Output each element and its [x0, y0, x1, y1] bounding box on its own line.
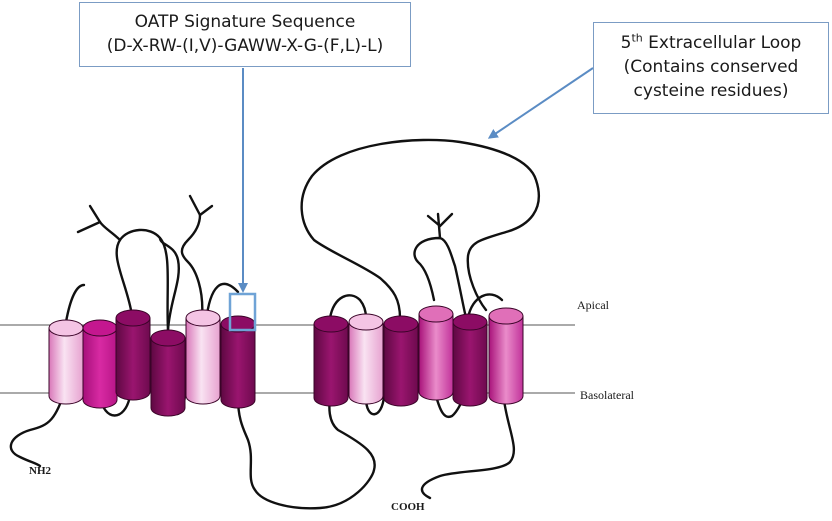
loop-tm11-tm12: [466, 293, 504, 320]
loop-tm3-tm4-extracellular: [115, 228, 170, 332]
helix-tm7-cap: [313, 315, 349, 333]
helix-tm3-body: [115, 317, 151, 401]
helix-tm2-cap: [82, 319, 118, 337]
glycosylation-site-3-branch-a: [426, 214, 442, 228]
helix-tm12: [488, 307, 524, 405]
helix-tm2-body: [82, 327, 118, 409]
helix-tm1: [48, 319, 84, 405]
helix-tm12-body: [488, 315, 524, 405]
loop-tm1-tm2: [64, 283, 86, 324]
loop-tm5-upper: [180, 213, 204, 320]
oatp-signature-sequence: (D-X-RW-(I,V)-GAWW-X-G-(F,L)-L): [106, 36, 384, 56]
fifth-loop-title: 5th Extracellular Loop: [594, 31, 828, 55]
helix-tm11-cap: [452, 313, 488, 331]
helix-tm6-body: [220, 323, 256, 409]
fifth-loop-title-text: Extracellular Loop: [642, 33, 802, 53]
helix-tm3-cap: [115, 309, 151, 327]
helix-tm4-body: [150, 337, 186, 417]
helix-tm1-body: [48, 327, 84, 405]
n-terminus-label: NH2: [29, 465, 52, 477]
glycosylation-site-2-branch-a: [188, 194, 202, 217]
helix-tm7-body: [313, 323, 349, 407]
helix-tm8-body: [348, 321, 384, 405]
helix-tm9: [383, 315, 419, 407]
helix-tm4: [150, 329, 186, 417]
signature-sequence-highlight: [228, 292, 257, 332]
fifth-loop-callout: 5th Extracellular Loop (Contains conserv…: [593, 22, 829, 114]
helix-tm10-body: [418, 313, 454, 401]
helix-tm2: [82, 319, 118, 409]
glycosylation-site-2: [198, 204, 214, 217]
helix-tm4-cap: [150, 329, 186, 347]
helix-tm11: [452, 313, 488, 407]
glycosylation-site-3-branch-b: [438, 212, 454, 228]
glycosylation-site-1-branch-a: [76, 220, 102, 234]
oatp-signature-title: OATP Signature Sequence: [134, 12, 356, 32]
basolateral-label: Basolateral: [580, 388, 635, 402]
helix-tm10: [418, 305, 454, 401]
helix-tm10-cap: [418, 305, 454, 323]
apical-label: Apical: [577, 298, 610, 312]
fifth-loop-note-line-2: cysteine residues): [633, 81, 789, 101]
helix-tm12-cap: [488, 307, 524, 325]
helix-tm9-body: [383, 323, 419, 407]
central-intracellular-loop: [236, 394, 376, 510]
helix-tm5: [185, 309, 221, 405]
c-terminal-tail: [420, 398, 515, 500]
helix-tm5-cap: [185, 309, 221, 327]
c-terminus-label: COOH: [391, 501, 425, 513]
transmembrane-helices: [48, 305, 524, 417]
fifth-loop-ordinal: 5: [620, 33, 632, 53]
helix-tm3: [115, 309, 151, 401]
glycosylation-site-1-branch-b: [88, 204, 102, 224]
helix-tm8: [348, 313, 384, 405]
helix-tm11-body: [452, 321, 488, 407]
helix-tm8-cap: [348, 313, 384, 331]
fifth-loop-ordinal-suffix: th: [631, 31, 643, 45]
helix-tm7: [313, 315, 349, 407]
helix-tm5-body: [185, 317, 221, 405]
fifth-loop-arrow: [487, 67, 594, 139]
oatp-signature-callout: OATP Signature Sequence (D-X-RW-(I,V)-GA…: [79, 2, 411, 67]
helix-tm1-cap: [48, 319, 84, 337]
fifth-extracellular-loop: [300, 138, 540, 320]
loop-tm5-tm6-extracellular: [158, 236, 180, 332]
loop-tm7-tm8: [328, 294, 368, 320]
helix-tm9-cap: [383, 315, 419, 333]
glycosylation-site-1: [98, 220, 122, 242]
n-terminal-tail: [9, 386, 68, 468]
fifth-loop-note-line-1: (Contains conserved: [623, 57, 799, 77]
